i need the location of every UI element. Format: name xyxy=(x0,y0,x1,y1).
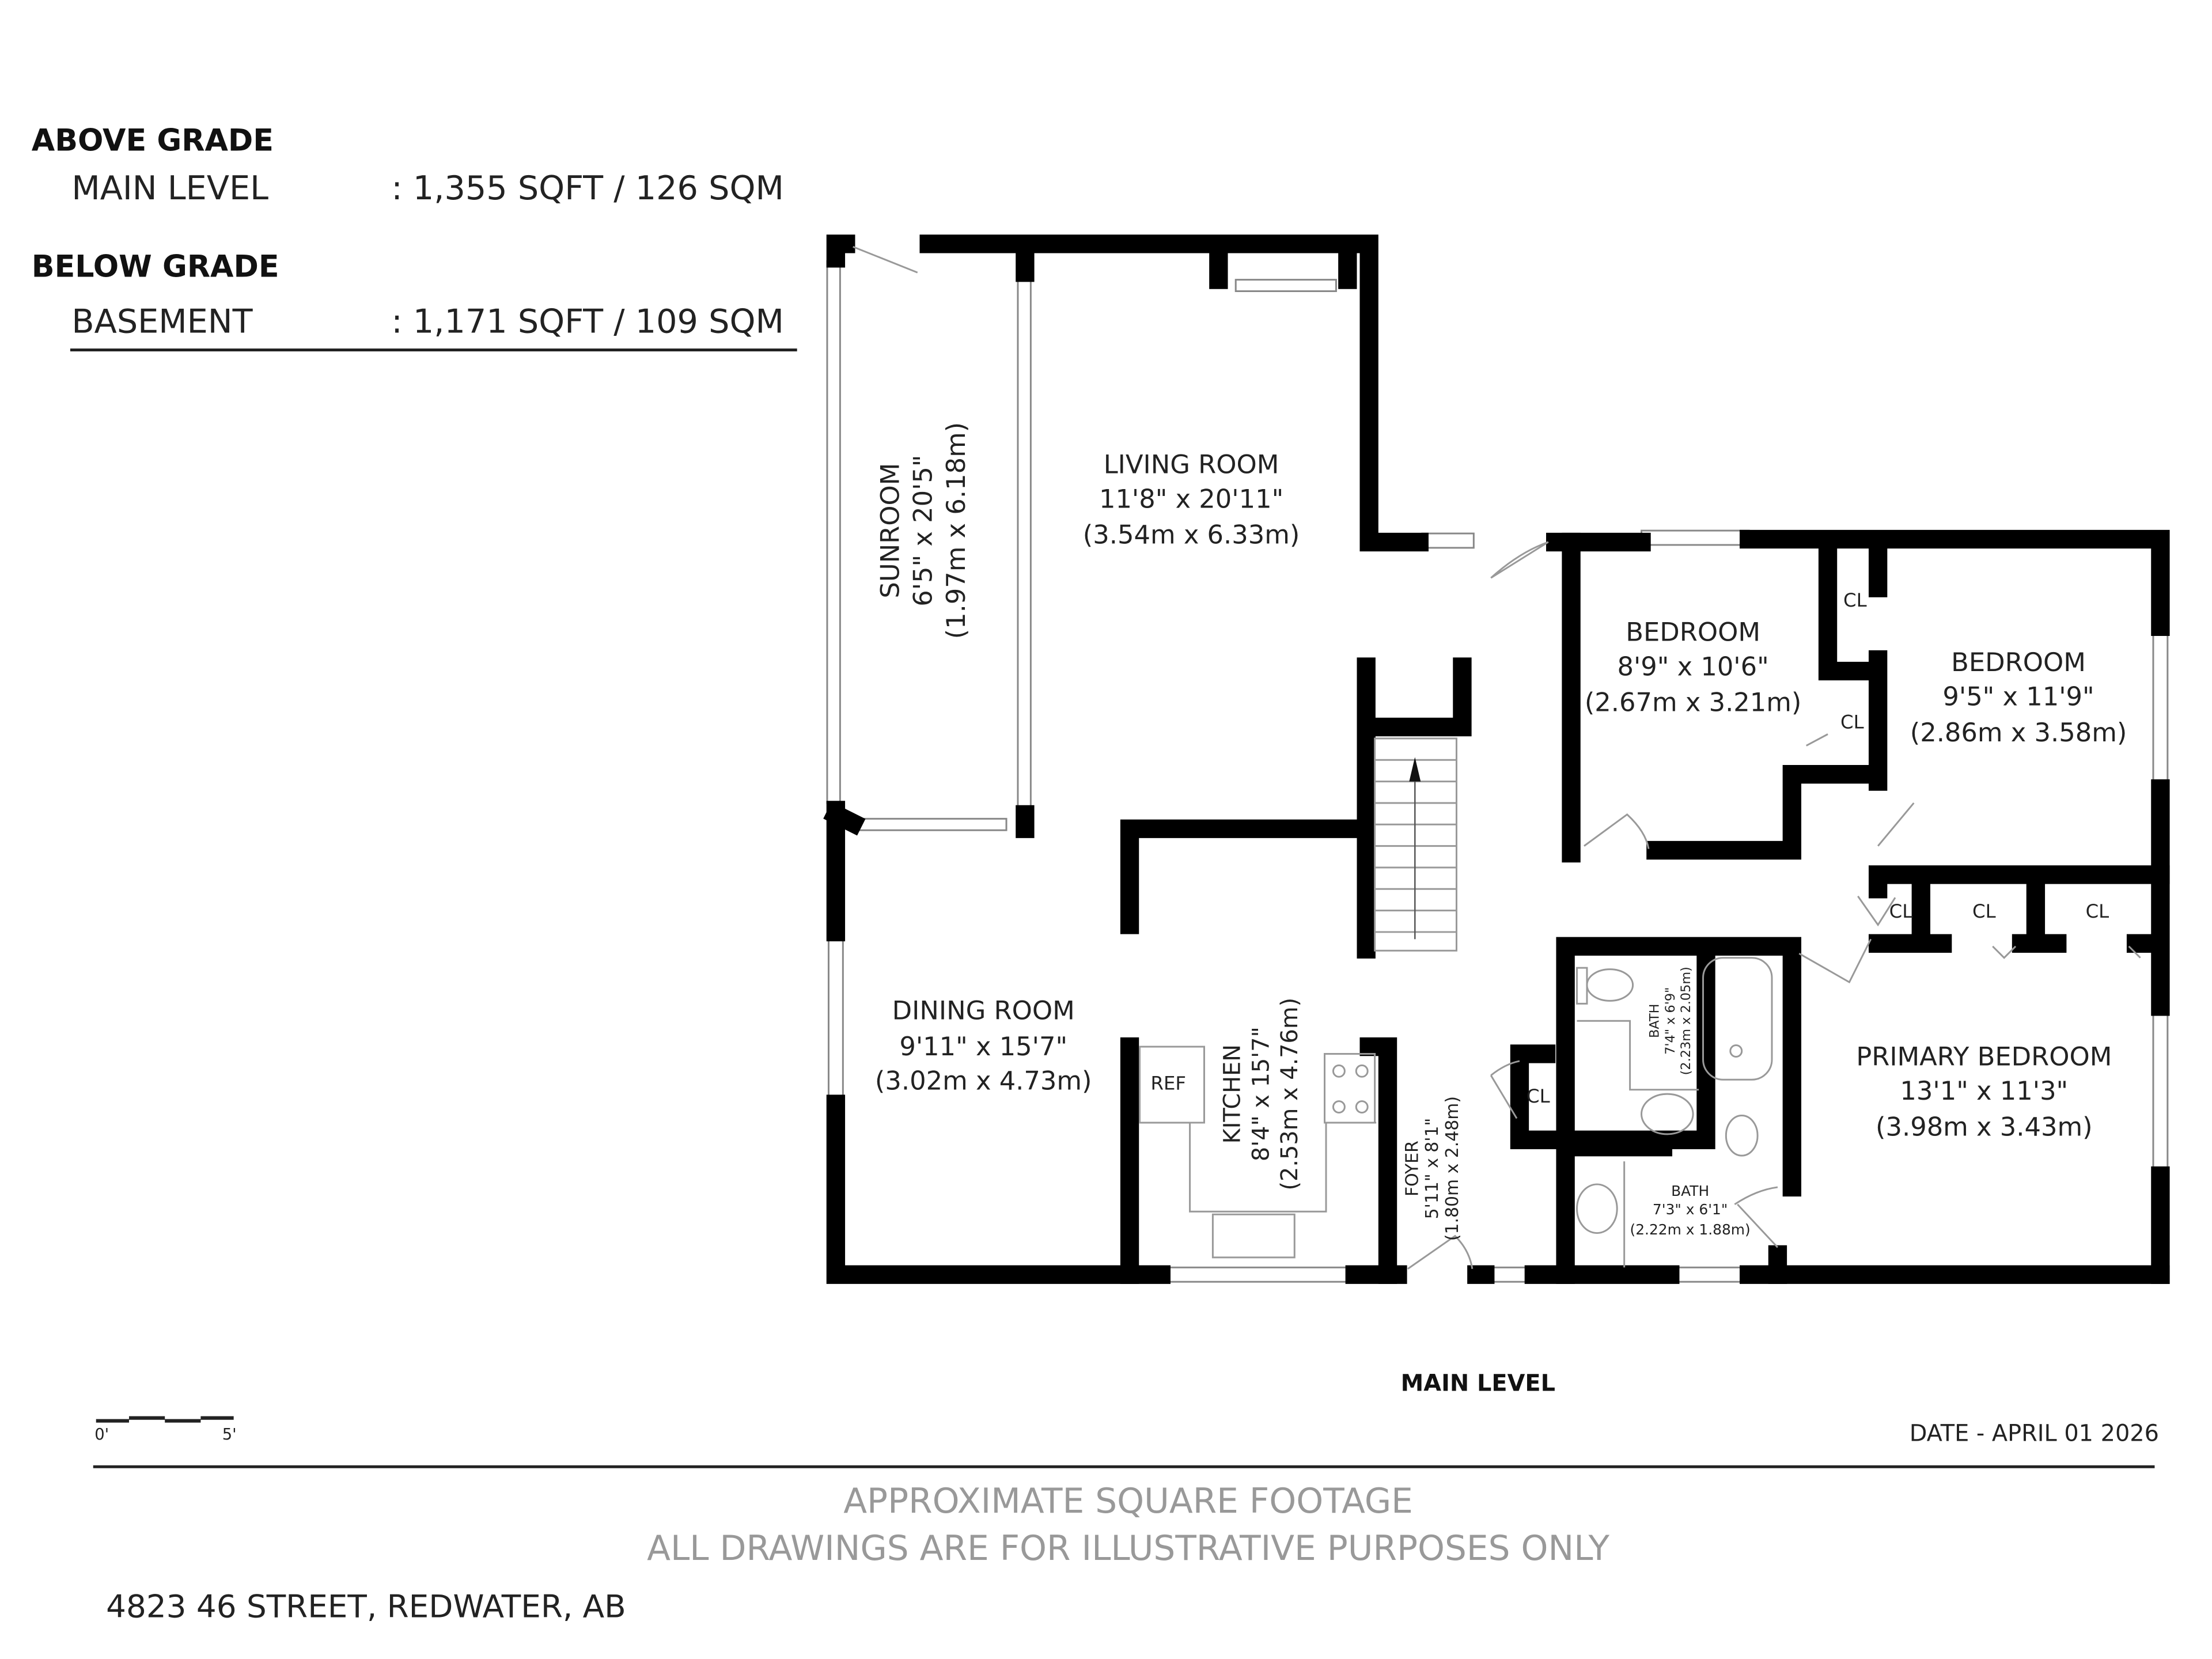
svg-text:FOYER: FOYER xyxy=(1402,1141,1422,1196)
main-level-area: : 1,355 SQFT / 126 SQM xyxy=(391,169,783,207)
svg-text:11'8" x 20'11": 11'8" x 20'11" xyxy=(1099,483,1283,514)
bathtub-icon xyxy=(1702,957,1773,1081)
doors xyxy=(853,245,2141,1270)
svg-text:DINING ROOM: DINING ROOM xyxy=(892,995,1075,1026)
svg-text:CL: CL xyxy=(1843,589,1867,611)
svg-text:BATH: BATH xyxy=(1647,1004,1662,1038)
room-label-living: LIVING ROOM 11'8" x 20'11" (3.54m x 6.33… xyxy=(1083,449,1300,550)
svg-text:(2.22m x 1.88m): (2.22m x 1.88m) xyxy=(1630,1221,1751,1238)
svg-text:KITCHEN: KITCHEN xyxy=(1219,1044,1246,1143)
svg-text:9'5" x 11'9": 9'5" x 11'9" xyxy=(1942,681,2094,712)
svg-text:(3.54m x 6.33m): (3.54m x 6.33m) xyxy=(1083,520,1300,550)
svg-text:(2.23m x 2.05m): (2.23m x 2.05m) xyxy=(1679,967,1694,1075)
svg-text:8'4" x 15'7": 8'4" x 15'7" xyxy=(1248,1027,1274,1161)
svg-text:BEDROOM: BEDROOM xyxy=(1626,617,1760,647)
svg-text:5'11" x 8'1": 5'11" x 8'1" xyxy=(1422,1118,1442,1219)
svg-text:5': 5' xyxy=(222,1426,237,1444)
room-label-sunroom: SUNROOM 6'5" x 20'5" (1.97m x 6.18m) xyxy=(874,422,971,639)
windows xyxy=(826,260,2169,1283)
address: 4823 46 STREET, REDWATER, AB xyxy=(106,1588,626,1625)
room-label-kitchen: KITCHEN 8'4" x 15'7" (2.53m x 4.76m) xyxy=(1219,998,1304,1191)
svg-text:BATH: BATH xyxy=(1671,1183,1709,1199)
above-grade-label: ABOVE GRADE xyxy=(32,123,274,158)
fixtures xyxy=(1138,737,1773,1268)
scale-bar: 0' 5' xyxy=(94,1416,237,1444)
svg-text:(2.53m x 4.76m): (2.53m x 4.76m) xyxy=(1277,998,1303,1191)
sink-icon xyxy=(1211,1213,1296,1259)
svg-text:LIVING ROOM: LIVING ROOM xyxy=(1104,449,1279,480)
svg-text:(3.98m x 3.43m): (3.98m x 3.43m) xyxy=(1876,1111,2093,1142)
svg-text:9'11" x 15'7": 9'11" x 15'7" xyxy=(899,1031,1067,1062)
room-label-bedroom-2: BEDROOM 9'5" x 11'9" (2.86m x 3.58m) xyxy=(1910,647,2127,748)
room-label-dining: DINING ROOM 9'11" x 15'7" (3.02m x 4.73m… xyxy=(875,995,1092,1096)
svg-text:(1.97m x 6.18m): (1.97m x 6.18m) xyxy=(941,422,971,639)
level-title: MAIN LEVEL xyxy=(1401,1370,1555,1396)
disclaimer-line-1: APPROXIMATE SQUARE FOOTAGE xyxy=(843,1482,1413,1521)
svg-text:6'5" x 20'5": 6'5" x 20'5" xyxy=(908,454,938,606)
svg-text:CL: CL xyxy=(1840,711,1864,733)
svg-text:(3.02m x 4.73m): (3.02m x 4.73m) xyxy=(875,1066,1092,1096)
svg-text:CL: CL xyxy=(1972,900,1996,922)
main-level-label: MAIN LEVEL xyxy=(71,169,268,207)
stair-arrow-icon xyxy=(1409,757,1421,782)
room-label-bath-1: BATH 7'4" x 6'9" (2.23m x 2.05m) xyxy=(1647,967,1694,1075)
below-grade-label: BELOW GRADE xyxy=(32,249,279,285)
svg-text:CL: CL xyxy=(1527,1085,1550,1107)
svg-text:0': 0' xyxy=(94,1426,109,1444)
svg-text:SUNROOM: SUNROOM xyxy=(874,463,905,599)
svg-text:(1.80m x 2.48m): (1.80m x 2.48m) xyxy=(1442,1096,1463,1241)
sink-icon-2 xyxy=(1576,1183,1618,1234)
svg-text:7'3" x 6'1": 7'3" x 6'1" xyxy=(1653,1201,1728,1218)
basement-label: BASEMENT xyxy=(71,303,253,341)
svg-text:13'1" x 11'3": 13'1" x 11'3" xyxy=(1900,1075,2068,1106)
svg-text:8'9" x 10'6": 8'9" x 10'6" xyxy=(1617,651,1768,681)
svg-text:PRIMARY BEDROOM: PRIMARY BEDROOM xyxy=(1856,1041,2112,1071)
disclaimer-line-2: ALL DRAWINGS ARE FOR ILLUSTRATIVE PURPOS… xyxy=(647,1529,1609,1569)
date-label: DATE - APRIL 01 2026 xyxy=(1910,1420,2159,1446)
closet-labels: CL CL CL CL CL CL REF xyxy=(1150,589,2109,1107)
bath-sink-icon xyxy=(1641,1093,1694,1135)
basement-area: : 1,171 SQFT / 109 SQM xyxy=(391,303,783,341)
room-label-bedroom-1: BEDROOM 8'9" x 10'6" (2.67m x 3.21m) xyxy=(1585,617,1802,718)
svg-text:BEDROOM: BEDROOM xyxy=(1951,647,2086,677)
area-summary: ABOVE GRADE MAIN LEVEL : 1,355 SQFT / 12… xyxy=(32,123,797,352)
stove-icon xyxy=(1324,1052,1376,1124)
svg-text:(2.67m x 3.21m): (2.67m x 3.21m) xyxy=(1585,687,1802,718)
svg-text:CL: CL xyxy=(2086,900,2109,922)
svg-text:(2.86m x 3.58m): (2.86m x 3.58m) xyxy=(1910,717,2127,748)
ref-label: REF xyxy=(1150,1073,1186,1094)
svg-text:7'4" x 6'9": 7'4" x 6'9" xyxy=(1663,987,1678,1055)
toilet-icon xyxy=(1586,968,1634,1002)
room-label-bath-2: BATH 7'3" x 6'1" (2.22m x 1.88m) xyxy=(1630,1183,1751,1238)
stairs xyxy=(1374,737,1457,952)
toilet-icon-2 xyxy=(1725,1114,1759,1157)
room-label-primary-bedroom: PRIMARY BEDROOM 13'1" x 11'3" (3.98m x 3… xyxy=(1856,1041,2112,1142)
svg-text:CL: CL xyxy=(1889,900,1913,922)
walls xyxy=(823,234,2170,1284)
room-label-foyer: FOYER 5'11" x 8'1" (1.80m x 2.48m) xyxy=(1402,1096,1463,1241)
